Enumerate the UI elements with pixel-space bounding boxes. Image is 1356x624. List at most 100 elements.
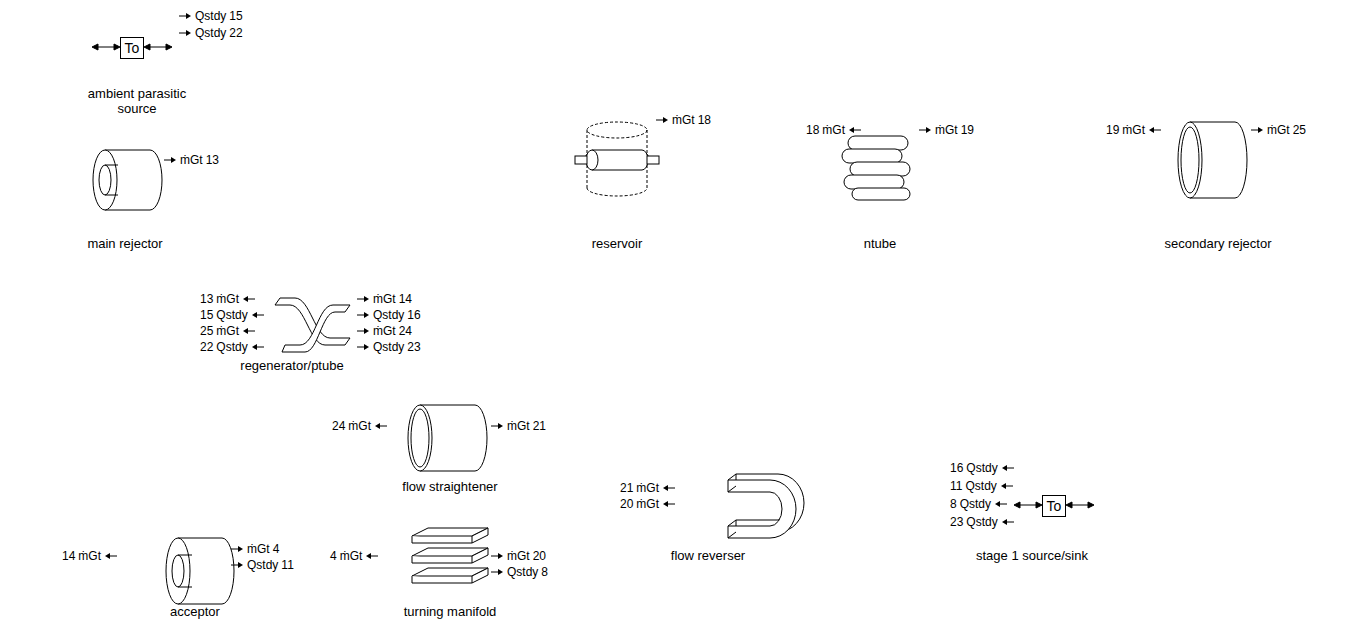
port-number: 20 — [620, 497, 633, 511]
port-row: ṁGt25 — [1250, 123, 1306, 137]
port-row: 22Qstdy — [200, 340, 265, 354]
port-signal: ṁGt — [216, 324, 239, 338]
port-number: 15 — [229, 9, 242, 23]
port-row: 4ṁGt — [330, 549, 379, 563]
port-arrow — [178, 29, 192, 37]
port-signal: ṁGt — [216, 292, 239, 306]
port-number: 23 — [407, 340, 420, 354]
component-node: turning manifold — [370, 604, 530, 619]
port-signal: ṁGt — [373, 324, 396, 338]
port-arrow — [1250, 126, 1264, 134]
port-arrow — [490, 422, 504, 430]
port-arrow — [356, 295, 370, 303]
component-caption: secondary rejector — [1138, 236, 1298, 251]
port-number: 18 — [806, 123, 819, 137]
port-row: ṁGt4 — [230, 542, 279, 556]
port-number: 23 — [950, 515, 963, 529]
port-arrow — [230, 561, 244, 569]
component-caption: main rejector — [55, 236, 195, 251]
port-row: ṁGt19 — [918, 123, 974, 137]
port-arrow — [163, 156, 177, 164]
component-caption: acceptor — [135, 604, 255, 619]
port-arrow — [104, 552, 118, 560]
component-caption: reservoir — [557, 236, 677, 251]
port-number: 21 — [533, 419, 546, 433]
port-arrow — [374, 422, 388, 430]
port-number: 25 — [1293, 123, 1306, 137]
component-node: Toambient parasitic source — [77, 86, 197, 116]
component-node: secondary rejector — [1138, 236, 1298, 251]
port-signal: Qstdy — [373, 340, 404, 354]
port-signal: ṁGt — [340, 549, 363, 563]
port-signal: Qstdy — [195, 9, 226, 23]
port-signal: Qstdy — [216, 308, 247, 322]
port-arrow — [662, 500, 676, 508]
reverser-u — [728, 474, 804, 538]
port-number: 24 — [332, 419, 345, 433]
port-signal: ṁGt — [1267, 123, 1290, 137]
port-row: 21ṁGt — [620, 481, 676, 495]
port-arrow — [1001, 518, 1015, 526]
port-row: 16Qstdy — [950, 461, 1015, 475]
port-row: 24ṁGt — [332, 419, 388, 433]
port-row: Qstdy23 — [356, 340, 421, 354]
port-number: 4 — [273, 542, 280, 556]
port-arrow — [356, 343, 370, 351]
port-arrow — [242, 327, 256, 335]
port-row: 8Qstdy — [950, 497, 1008, 511]
port-arrow — [1148, 126, 1162, 134]
port-row: Qstdy15 — [178, 9, 243, 23]
component-node: Tostage 1 source/sink — [947, 548, 1117, 563]
port-signal: ṁGt — [78, 549, 101, 563]
port-arrow — [918, 126, 932, 134]
component-caption: flow straightener — [370, 479, 530, 494]
port-number: 11 — [281, 558, 293, 572]
port-row: Qstdy22 — [178, 26, 243, 40]
reservoir-icon — [575, 122, 659, 196]
component-caption: ambient parasitic source — [77, 86, 197, 116]
port-row: ṁGt20 — [490, 549, 546, 563]
port-arrow — [251, 311, 265, 319]
port-row: 11Qstdy — [950, 479, 1014, 493]
port-row: 25ṁGt — [200, 324, 256, 338]
port-number: 16 — [950, 461, 963, 475]
port-signal: Qstdy — [507, 565, 538, 579]
port-signal: ṁGt — [180, 153, 203, 167]
port-row: Qstdy8 — [490, 565, 548, 579]
port-arrow — [356, 327, 370, 335]
port-arrow — [356, 311, 370, 319]
port-number: 19 — [961, 123, 974, 137]
port-signal: ṁGt — [636, 481, 659, 495]
port-row: ṁGt18 — [655, 113, 711, 127]
port-arrow — [848, 126, 862, 134]
port-row: 20ṁGt — [620, 497, 676, 511]
port-signal: Qstdy — [966, 461, 997, 475]
port-signal: ṁGt — [507, 549, 530, 563]
port-signal: Qstdy — [216, 340, 247, 354]
port-row: Qstdy11 — [230, 558, 294, 572]
port-signal: Qstdy — [965, 479, 996, 493]
temperature-box: To — [120, 37, 144, 59]
port-arrow — [178, 12, 192, 20]
component-caption: flow reverser — [638, 548, 778, 563]
port-arrow — [1000, 482, 1014, 490]
port-arrow — [251, 343, 265, 351]
port-number: 14 — [399, 292, 412, 306]
port-signal: ṁGt — [247, 542, 270, 556]
port-signal: ṁGt — [935, 123, 958, 137]
port-number: 22 — [200, 340, 213, 354]
port-row: 18ṁGt — [806, 123, 862, 137]
component-node: main rejector — [55, 236, 195, 251]
port-signal: Qstdy — [195, 26, 226, 40]
component-node: ntube — [830, 236, 930, 251]
port-number: 19 — [1106, 123, 1119, 137]
component-node: regenerator/ptube — [207, 358, 377, 373]
port-arrow — [490, 552, 504, 560]
port-number: 13 — [206, 153, 219, 167]
component-caption: stage 1 source/sink — [947, 548, 1117, 563]
port-signal: ṁGt — [373, 292, 396, 306]
regenerator-twist — [275, 298, 350, 352]
port-signal: Qstdy — [966, 515, 997, 529]
port-number: 11 — [950, 479, 962, 493]
port-number: 8 — [950, 497, 957, 511]
